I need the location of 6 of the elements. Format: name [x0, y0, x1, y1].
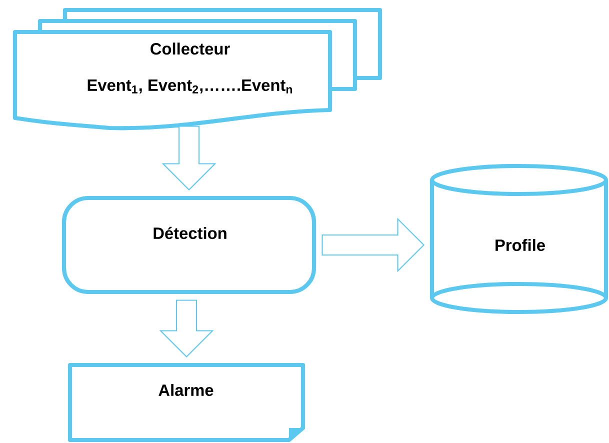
block-arrow — [159, 300, 214, 358]
block-arrow — [162, 126, 216, 190]
process-box: Détection — [62, 196, 316, 294]
database-cylinder: Profile — [430, 164, 608, 314]
block-arrow — [322, 218, 425, 272]
node-label: Profile — [496, 238, 545, 252]
